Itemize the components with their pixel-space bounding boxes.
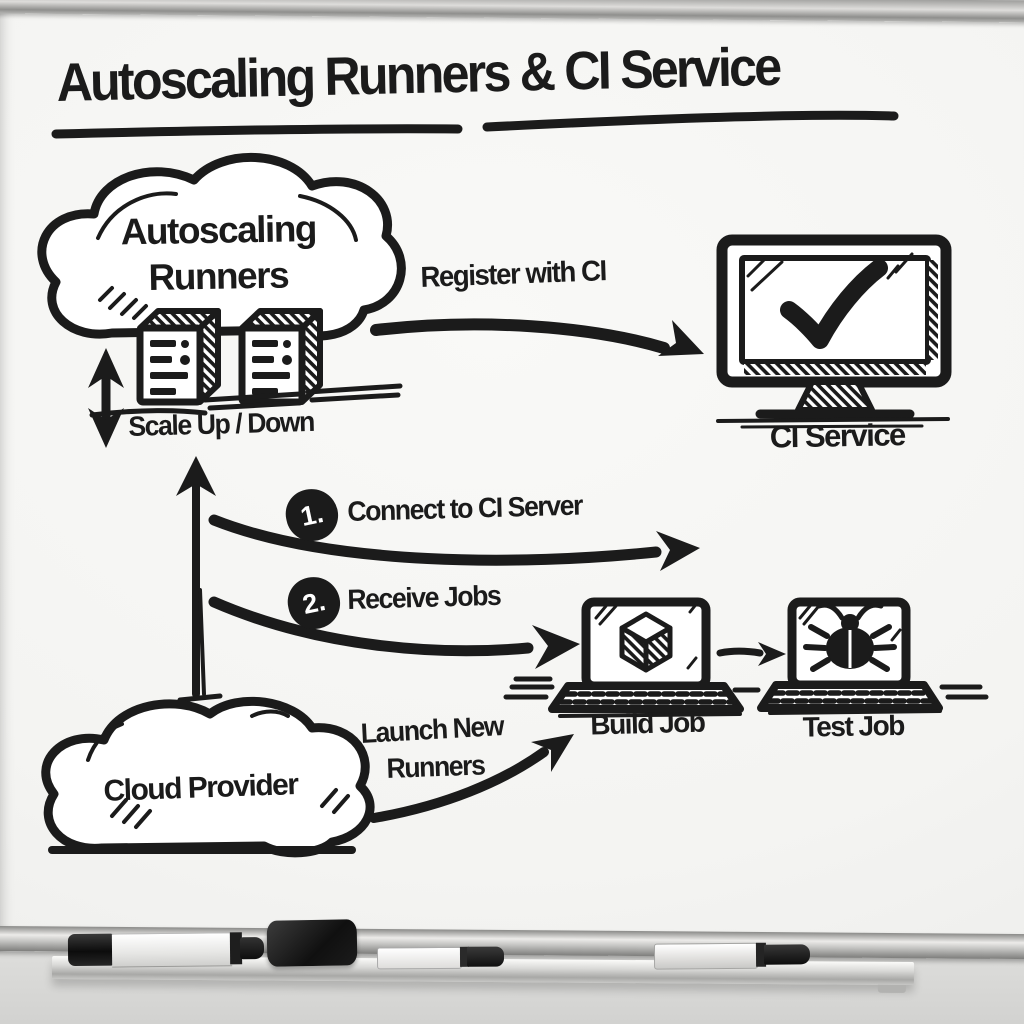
title-underline: [51, 110, 899, 139]
marker-body: [111, 932, 233, 968]
scale-up-down-label: Scale Up / Down: [128, 405, 315, 442]
launch-arrow-icon: [369, 734, 574, 823]
marker-tip: [239, 936, 265, 960]
cube-icon: [619, 611, 673, 673]
receive-arrow-icon: [208, 596, 580, 669]
marker-cap: [67, 933, 115, 967]
up-down-arrow-icon: [88, 348, 124, 448]
connect-to-ci-server-label: Connect to CI Server: [347, 489, 583, 527]
autoscaling-cloud-label-line1: Autoscaling: [120, 208, 317, 253]
server-icon: [136, 308, 221, 406]
test-job-label: Test Job: [802, 709, 905, 743]
whiteboard-marker-medium: [653, 942, 811, 970]
marker-tip: [466, 946, 505, 967]
receive-jobs-label: Receive Jobs: [347, 579, 501, 615]
whiteboard-eraser: [266, 919, 358, 967]
ci-monitor-icon: [716, 234, 952, 429]
server-icon: [238, 308, 323, 406]
ci-service-label: CI Service: [769, 417, 906, 455]
autoscaling-cloud-icon: [37, 152, 406, 341]
build-job-label: Build Job: [589, 706, 705, 741]
register-arrow-icon: [370, 318, 704, 356]
autoscaling-cloud-label-line2: Runners: [148, 254, 289, 298]
build-to-test-arrow-icon: [716, 642, 786, 666]
checkmark-icon: [780, 259, 888, 349]
whiteboard-marker-large: [67, 932, 265, 968]
marker-body: [376, 946, 463, 970]
server-shadow-scribbles: [89, 383, 403, 418]
marker-body: [653, 942, 759, 970]
launch-vertical-arrow-icon: [176, 456, 223, 703]
cloud-provider-cloud-icon: [41, 696, 375, 858]
register-with-ci-label: Register with CI: [420, 255, 607, 294]
whiteboard-marker-thin: [376, 946, 505, 970]
marker-tip: [763, 944, 811, 965]
build-laptop-icon: [503, 597, 744, 718]
connect-arrow-icon: [208, 514, 700, 571]
test-laptop-icon: [732, 597, 989, 715]
bug-icon: [803, 602, 897, 672]
launch-new-runners-label-line2: Runners: [386, 749, 485, 784]
